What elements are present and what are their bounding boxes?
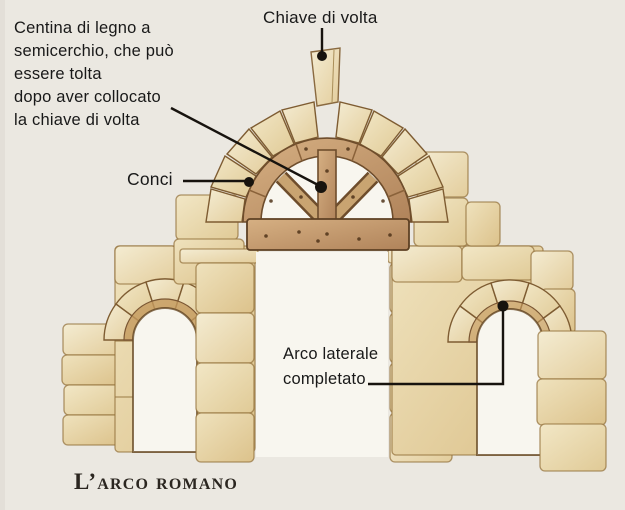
figure-title: L’arco romano: [74, 469, 239, 494]
right-arch-opening: [476, 308, 544, 456]
lateral-arch-leader: [368, 309, 505, 386]
central-arch-opening: [256, 252, 388, 457]
central-arch-left-jamb: [195, 262, 255, 463]
centering-note-label: Centina di legno a semicerchio, che può …: [14, 19, 174, 129]
left-outer-pier: [61, 323, 121, 446]
page-edge-shade: [0, 0, 5, 510]
centering-rim: [242, 137, 412, 223]
wooden-centering: [242, 137, 412, 251]
left-arch-opening: [132, 307, 198, 453]
right-outer-pier: [536, 330, 607, 472]
keystone-stone: [310, 47, 341, 107]
centering-leader: [170, 106, 321, 188]
lateral-arch-label: Arco laterale completato: [283, 345, 379, 388]
voussoirs-label: Conci: [127, 169, 173, 189]
keystone-label: Chiave di volta: [263, 8, 378, 27]
leader-lines: [170, 28, 509, 386]
centering-nails: [264, 147, 392, 243]
